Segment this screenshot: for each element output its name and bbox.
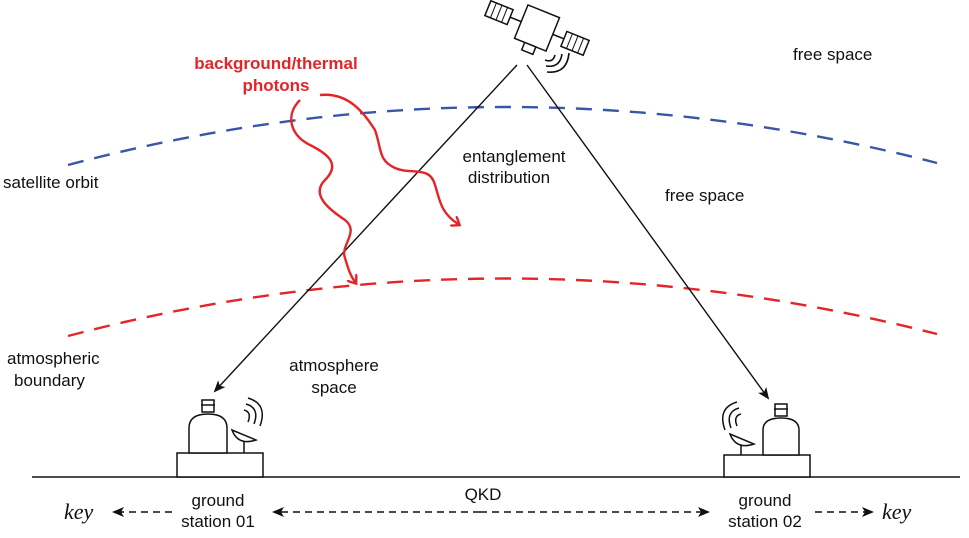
atmosphere-space-label-line2: space bbox=[311, 378, 356, 397]
entanglement-label-line1: entanglement bbox=[462, 147, 565, 166]
qkd-label: QKD bbox=[465, 485, 502, 504]
beam-to-station-02 bbox=[526, 64, 770, 400]
photon-wave-2 bbox=[290, 99, 355, 282]
atmospheric-boundary-arc bbox=[67, 277, 938, 338]
atmosphere-space-label-line1: atmosphere bbox=[289, 356, 379, 375]
photons-label-line2: photons bbox=[242, 76, 309, 95]
satellite-signal-waves-icon bbox=[544, 52, 570, 73]
beam-to-station-01 bbox=[213, 64, 518, 393]
satellite-icon bbox=[483, 0, 591, 57]
satellite-orbit-label: satellite orbit bbox=[3, 173, 99, 192]
free-space-top-label: free space bbox=[793, 45, 872, 64]
ground-station-01-label-line1: ground bbox=[192, 491, 245, 510]
ground-station-02-label-line1: ground bbox=[739, 491, 792, 510]
entanglement-label-line2: distribution bbox=[468, 168, 550, 187]
station-01-signal-waves-icon bbox=[243, 397, 263, 427]
atmospheric-boundary-label-line2: boundary bbox=[14, 371, 85, 390]
ground-station-01-icon bbox=[176, 399, 264, 478]
key-right-label: key bbox=[882, 499, 912, 524]
ground-station-02-label-line2: station 02 bbox=[728, 512, 802, 531]
photons-label-line1: background/thermal bbox=[194, 54, 357, 73]
station-02-signal-waves-icon bbox=[722, 401, 742, 431]
photon-wave-1 bbox=[319, 93, 458, 224]
ground-station-01-label-line2: station 01 bbox=[181, 512, 255, 531]
satellite-orbit-arc bbox=[67, 105, 938, 167]
ground-station-02-icon bbox=[723, 403, 811, 478]
free-space-mid-label: free space bbox=[665, 186, 744, 205]
key-left-label: key bbox=[64, 499, 94, 524]
atmospheric-boundary-label-line1: atmospheric bbox=[7, 349, 100, 368]
